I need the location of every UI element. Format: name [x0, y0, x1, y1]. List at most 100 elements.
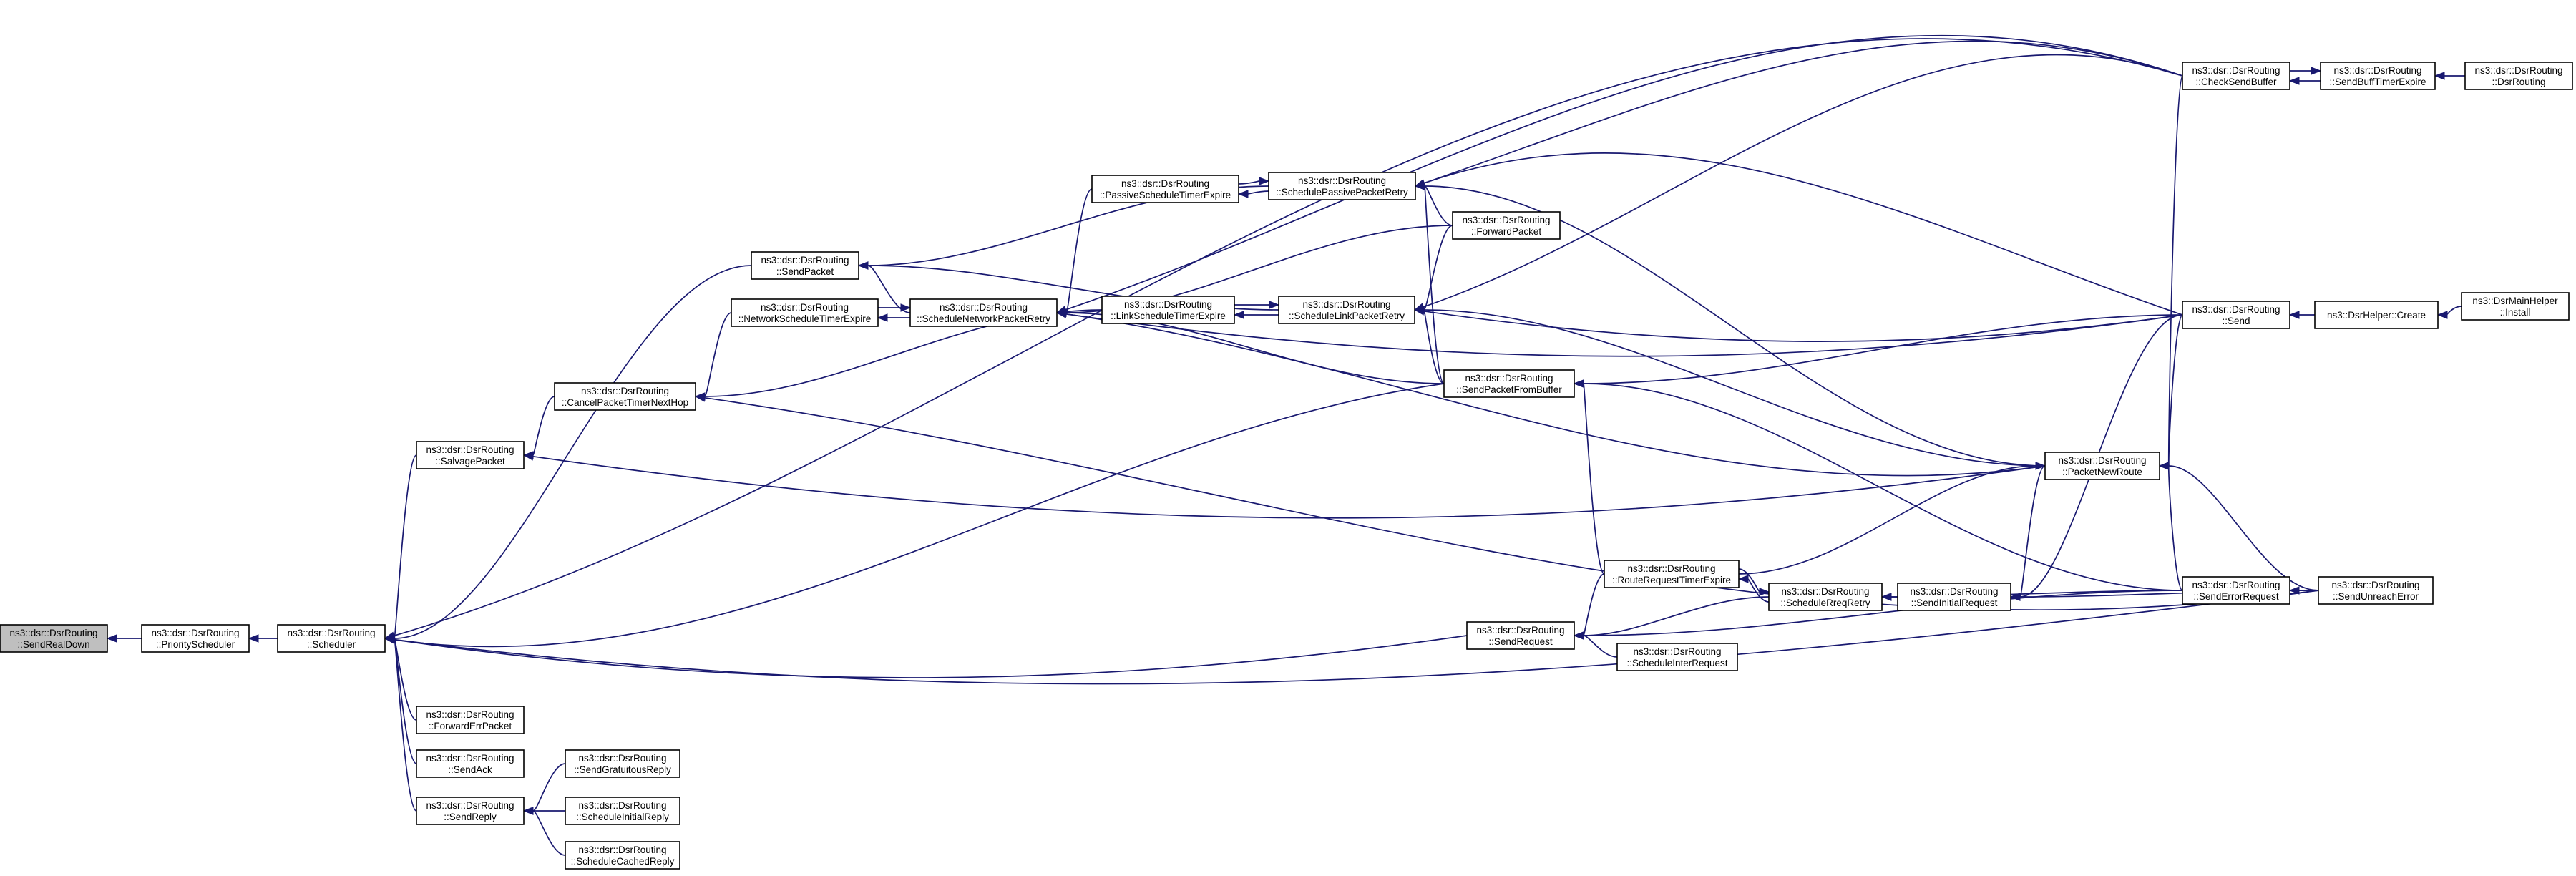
node-label-line: ns3::dsr::DsrRouting — [1633, 646, 1721, 657]
node-sendPacket[interactable]: ns3::dsr::DsrRouting::SendPacket — [751, 251, 859, 280]
edge-arrowhead — [248, 634, 259, 643]
node-sendPacketFromBuffer[interactable]: ns3::dsr::DsrRouting::SendPacketFromBuff… — [1443, 369, 1575, 398]
call-edge-sendUnreachError-to-packetNewRoute — [2158, 462, 2319, 591]
node-label-line: ::CancelPacketTimerNextHop — [562, 397, 688, 408]
node-box — [2318, 576, 2434, 605]
node-label-line: ::LinkScheduleTimerExpire — [1111, 311, 1226, 321]
node-layer: ns3::dsr::DsrRouting::SendRealDownns3::d… — [0, 62, 2573, 870]
call-edge-send-to-scheduleNetworkPacketRetry — [1055, 310, 2183, 357]
node-scheduleInitialReply[interactable]: ns3::dsr::DsrRouting::ScheduleInitialRep… — [565, 797, 680, 825]
edge-line — [1424, 185, 1453, 226]
node-forwardErrPacket[interactable]: ns3::dsr::DsrRouting::ForwardErrPacket — [416, 706, 525, 734]
node-cancelPacketTimerNextHop[interactable]: ns3::dsr::DsrRouting::CancelPacketTimerN… — [554, 382, 696, 411]
node-label-line: ::SendBuffTimerExpire — [2329, 77, 2426, 87]
node-forwardPacket[interactable]: ns3::dsr::DsrRouting::ForwardPacket — [1452, 211, 1561, 240]
node-label-line: ::PriorityScheduler — [156, 639, 235, 650]
call-edge-sendAck-to-scheduler — [384, 634, 417, 764]
node-sendGratuitousReply[interactable]: ns3::dsr::DsrRouting::SendGratuitousRepl… — [565, 749, 680, 778]
node-scheduleNetworkPacketRetry[interactable]: ns3::dsr::DsrRouting::ScheduleNetworkPac… — [909, 298, 1058, 327]
node-sendErrorRequest[interactable]: ns3::dsr::DsrRouting::SendErrorRequest — [2182, 576, 2290, 605]
call-edge-sendGratuitousReply-to-sendReply — [522, 763, 566, 815]
node-label-line: ::SendRequest — [1488, 636, 1553, 647]
node-sendAck[interactable]: ns3::dsr::DsrRouting::SendAck — [416, 749, 525, 778]
edge-line — [867, 265, 911, 313]
node-label-line: ns3::dsr::DsrRouting — [2474, 65, 2562, 76]
edge-line — [1583, 314, 2183, 384]
edge-arrowhead — [522, 807, 534, 815]
node-scheduleRreqRetry[interactable]: ns3::dsr::DsrRouting::ScheduleRreqRetry — [1768, 583, 1883, 611]
node-box — [565, 797, 680, 825]
node-sendRequest[interactable]: ns3::dsr::DsrRouting::SendRequest — [1466, 621, 1575, 650]
node-label-line: ::SendPacketFromBuffer — [1456, 384, 1562, 395]
node-label-line: ns3::dsr::DsrRouting — [1627, 563, 1715, 574]
node-scheduleInterRequest[interactable]: ns3::dsr::DsrRouting::ScheduleInterReque… — [1616, 643, 1738, 671]
node-routeRequestTimerExpire[interactable]: ns3::dsr::DsrRouting::RouteRequestTimerE… — [1604, 560, 1740, 588]
node-box — [416, 441, 525, 469]
node-label-line: ns3::dsr::DsrRouting — [2058, 455, 2146, 466]
call-edge-checkSendBuffer-to-sendBuffTimerExpire — [2289, 67, 2322, 75]
edge-line — [2019, 465, 2046, 598]
call-edge-networkScheduleTimerExpire-to-cancelPacketTimerNextHop — [694, 312, 732, 401]
node-priorityScheduler[interactable]: ns3::dsr::DsrRouting::PriorityScheduler — [141, 624, 250, 653]
edge-arrowhead — [2158, 462, 2170, 470]
node-label-line: ns3::dsr::DsrRouting — [2192, 304, 2280, 315]
edge-line — [532, 763, 566, 812]
edge-line — [1583, 383, 1605, 575]
node-label-line: ::PacketNewRoute — [2062, 467, 2142, 477]
edge-arrowhead — [106, 634, 117, 643]
call-edge-passiveScheduleTimerExpire-to-scheduleNetworkPacketRetry — [1055, 188, 1093, 317]
edge-line — [1738, 465, 2036, 575]
node-salvagePacket[interactable]: ns3::dsr::DsrRouting::SalvagePacket — [416, 441, 525, 469]
node-label-line: ::NetworkScheduleTimerExpire — [738, 313, 872, 324]
node-label-line: ns3::dsr::DsrRouting — [1302, 299, 1390, 310]
node-label-line: ns3::dsr::DsrRouting — [9, 628, 97, 638]
node-packetNewRoute[interactable]: ns3::dsr::DsrRouting::PacketNewRoute — [2044, 452, 2160, 480]
node-sendBuffTimerExpire[interactable]: ns3::dsr::DsrRouting::SendBuffTimerExpir… — [2320, 62, 2436, 90]
edge-arrowhead — [2009, 593, 2021, 601]
node-linkScheduleTimerExpire[interactable]: ns3::dsr::DsrRouting::LinkScheduleTimerE… — [1101, 296, 1235, 324]
node-label-line: ns3::DsrHelper::Create — [2327, 310, 2426, 321]
node-scheduleLinkPacketRetry[interactable]: ns3::dsr::DsrRouting::ScheduleLinkPacket… — [1278, 296, 1415, 324]
node-box — [1443, 369, 1575, 398]
node-label-line: ::ScheduleInterRequest — [1626, 658, 1727, 668]
edge-line — [2167, 465, 2183, 591]
node-label-line: ns3::dsr::DsrRouting — [1910, 586, 1998, 597]
node-checkSendBuffer[interactable]: ns3::dsr::DsrRouting::CheckSendBuffer — [2182, 62, 2290, 90]
edge-line — [1424, 40, 2183, 184]
node-passiveScheduleTimerExpire[interactable]: ns3::dsr::DsrRouting::PassiveScheduleTim… — [1091, 175, 1239, 203]
edge-arrowhead — [2436, 311, 2448, 319]
edge-arrowhead — [1269, 301, 1280, 309]
node-scheduleCachedReply[interactable]: ns3::dsr::DsrRouting::ScheduleCachedRepl… — [565, 841, 680, 870]
node-label-line: ::SendPacket — [776, 266, 834, 277]
node-box — [277, 624, 386, 653]
node-label-line: ::PassiveScheduleTimerExpire — [1100, 190, 1231, 200]
call-edge-cancelPacketTimerNextHop-to-salvagePacket — [522, 396, 555, 459]
edge-arrowhead — [384, 631, 396, 640]
call-edge-priorityScheduler-to-sendRealDown — [106, 634, 142, 643]
edge-line — [1583, 635, 1618, 658]
node-schedulePassivePacketRetry[interactable]: ns3::dsr::DsrRouting::SchedulePassivePac… — [1268, 172, 1416, 200]
node-dsrMainHelperInstall[interactable]: ns3::DsrMainHelper::Install — [2461, 292, 2570, 321]
edge-line — [1424, 185, 2046, 467]
node-sendReply[interactable]: ns3::dsr::DsrRouting::SendReply — [416, 797, 525, 825]
node-box — [1466, 621, 1575, 650]
edge-line — [394, 38, 2183, 637]
node-dsrRoutingCtor[interactable]: ns3::dsr::DsrRouting::DsrRouting — [2464, 62, 2573, 90]
node-dsrHelperCreate[interactable]: ns3::DsrHelper::Create — [2314, 301, 2439, 329]
edge-arrowhead — [1237, 190, 1249, 198]
node-box — [1897, 583, 2011, 611]
node-scheduler[interactable]: ns3::dsr::DsrRouting::Scheduler — [277, 624, 386, 653]
node-label-line: ::ForwardErrPacket — [429, 721, 512, 731]
edge-arrowhead — [1414, 179, 1426, 188]
node-networkScheduleTimerExpire[interactable]: ns3::dsr::DsrRouting::NetworkScheduleTim… — [731, 298, 879, 327]
node-label-line: ns3::dsr::DsrRouting — [1476, 625, 1564, 636]
node-sendInitialRequest[interactable]: ns3::dsr::DsrRouting::SendInitialRequest — [1897, 583, 2011, 611]
edge-arrowhead — [1259, 177, 1270, 185]
call-edge-dsrHelperCreate-to-send — [2288, 311, 2315, 319]
edge-line — [1423, 309, 2046, 467]
edge-line — [704, 312, 732, 397]
node-sendUnreachError[interactable]: ns3::dsr::DsrRouting::SendUnreachError — [2318, 576, 2434, 605]
node-send[interactable]: ns3::dsr::DsrRouting::Send — [2182, 301, 2290, 329]
call-edge-scheduler-to-priorityScheduler — [248, 634, 278, 643]
edge-arrowhead — [857, 261, 869, 270]
